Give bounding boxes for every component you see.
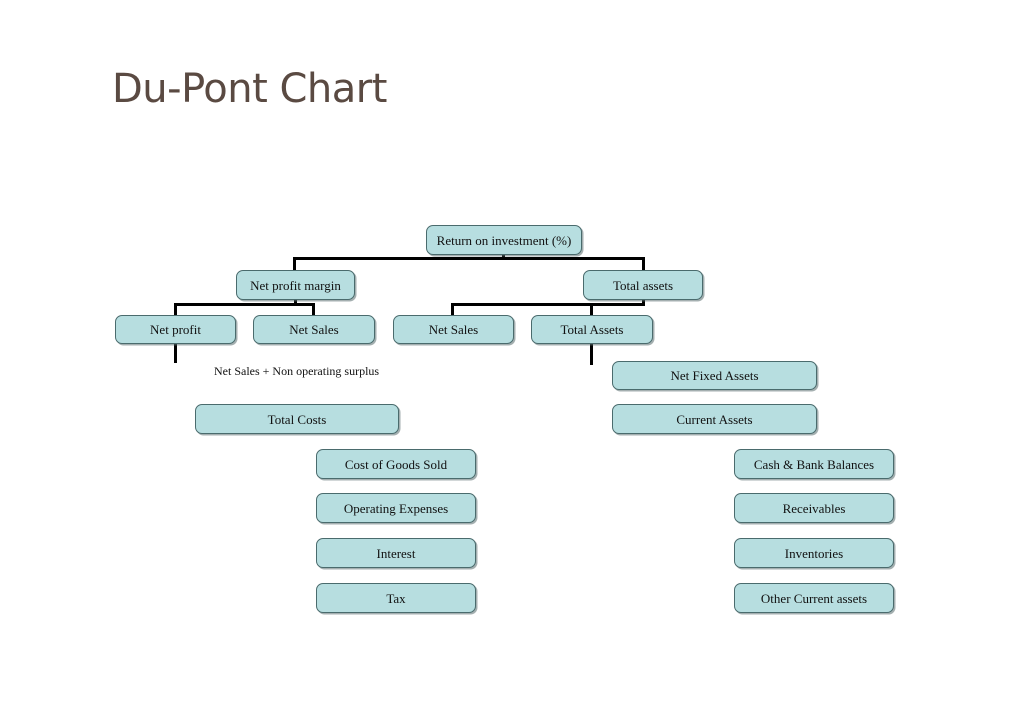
connector-npm-stub <box>294 297 297 305</box>
node-cost-of-goods-sold[interactable]: Cost of Goods Sold <box>316 449 476 479</box>
connector-npm-rail <box>174 303 315 306</box>
node-total-assets-level2[interactable]: Total Assets <box>531 315 653 344</box>
node-net-profit-margin[interactable]: Net profit margin <box>236 270 355 300</box>
node-other-current-assets[interactable]: Other Current assets <box>734 583 894 613</box>
node-interest[interactable]: Interest <box>316 538 476 568</box>
connector-npm-to-netprofit <box>174 303 177 321</box>
node-net-sales-right[interactable]: Net Sales <box>393 315 514 344</box>
connector-ta-rail <box>451 303 645 306</box>
page-title: Du-Pont Chart <box>112 66 387 112</box>
node-net-profit[interactable]: Net profit <box>115 315 236 344</box>
annotation-net-sales-note: Net Sales + Non operating surplus <box>214 364 380 378</box>
connector-roi-rail <box>293 257 645 260</box>
node-tax[interactable]: Tax <box>316 583 476 613</box>
connector-ta-to-netsales <box>451 303 454 321</box>
connector-netprofit-stub <box>174 341 177 363</box>
connector-ta-to-totalassets <box>590 303 593 321</box>
node-return-on-investment[interactable]: Return on investment (%) <box>426 225 582 255</box>
node-current-assets[interactable]: Current Assets <box>612 404 817 434</box>
node-inventories[interactable]: Inventories <box>734 538 894 568</box>
node-cash-and-bank-balances[interactable]: Cash & Bank Balances <box>734 449 894 479</box>
connector-roi-stub <box>502 252 505 260</box>
node-total-assets-level1[interactable]: Total assets <box>583 270 703 300</box>
connector-ta-stub <box>642 297 645 305</box>
node-receivables[interactable]: Receivables <box>734 493 894 523</box>
node-operating-expenses[interactable]: Operating Expenses <box>316 493 476 523</box>
connector-totalassets-stub <box>590 341 593 365</box>
connector-roi-to-ta <box>642 257 645 275</box>
node-net-fixed-assets[interactable]: Net Fixed Assets <box>612 361 817 390</box>
node-net-sales-left[interactable]: Net Sales <box>253 315 375 344</box>
node-total-costs[interactable]: Total Costs <box>195 404 399 434</box>
connector-roi-to-npm <box>293 257 296 275</box>
connector-npm-to-netsales <box>312 303 315 321</box>
